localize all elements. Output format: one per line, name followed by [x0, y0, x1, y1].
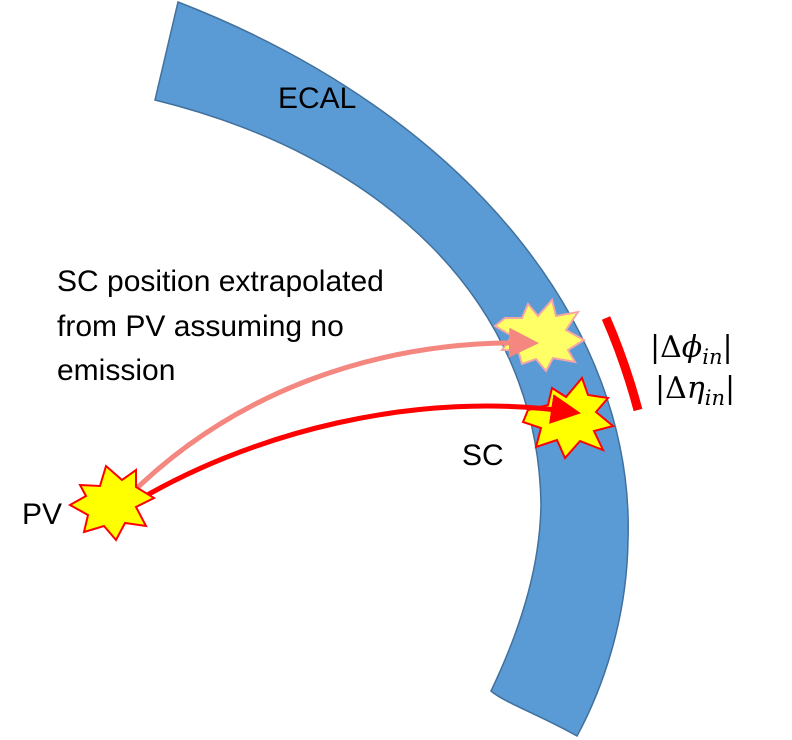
delta-phi-delta: Δ: [660, 330, 682, 365]
delta-phi-label: |Δϕin|: [650, 330, 733, 369]
pv-label: PV: [22, 498, 62, 531]
delta-eta-subscript: in: [705, 386, 725, 410]
extrapolated-track-arrow: [118, 327, 539, 507]
delta-phi-subscript: in: [702, 345, 722, 369]
extrapolated-sc-burst: [493, 297, 586, 373]
ecal-band: [154, 0, 629, 738]
delta-eta-label: |Δηin|: [655, 371, 735, 410]
delta-eta-symbol: η: [687, 371, 705, 406]
delta-phi-symbol: ϕ: [682, 330, 702, 365]
sc-label: SC: [462, 439, 504, 472]
delta-eta-bar-left: |: [655, 371, 665, 406]
actual-track-arrow: [120, 394, 581, 513]
delta-bracket: [601, 316, 643, 412]
delta-phi-bar-left: |: [650, 330, 660, 365]
delta-phi-bar-right: |: [722, 330, 732, 365]
pv-burst: [67, 464, 157, 542]
delta-eta-delta: Δ: [665, 371, 687, 406]
ecal-label: ECAL: [278, 82, 356, 115]
delta-eta-bar-right: |: [725, 371, 735, 406]
extrapolation-note-line-2: from PV assuming no: [57, 310, 344, 343]
extrapolation-note-line-1: SC position extrapolated: [57, 265, 384, 298]
extrapolation-note-line-3: emission: [57, 354, 175, 387]
